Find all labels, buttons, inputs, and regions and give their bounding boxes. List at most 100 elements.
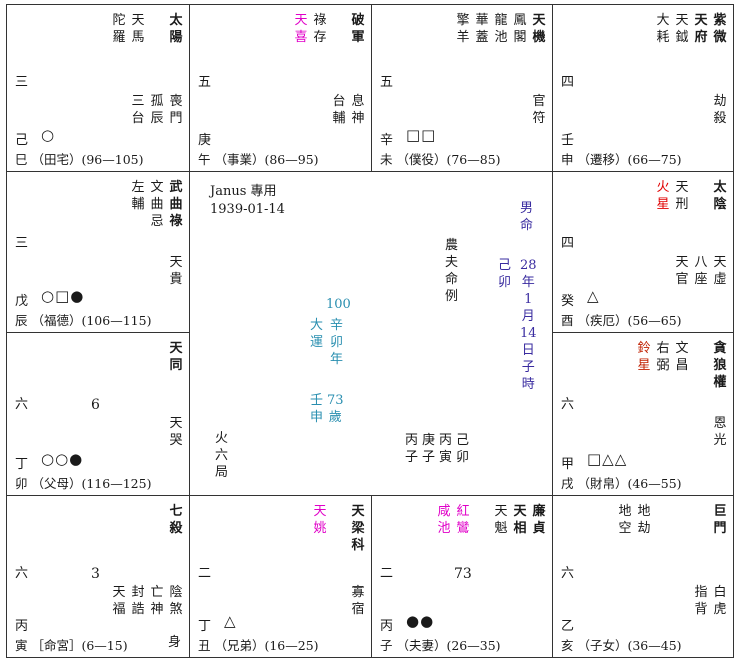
star-column: 指背 xyxy=(694,584,708,618)
star-char: 喜 xyxy=(294,30,308,45)
star-column: 天鉞 xyxy=(675,12,689,46)
palace-number: 五 xyxy=(198,75,212,90)
palace-label: 卯 （父母）(116—125) xyxy=(15,476,152,491)
palace-shen: 紫微天府天鉞大耗四劫殺壬申 （遷移）(66—75) xyxy=(553,5,733,171)
star-char: 天 xyxy=(675,13,689,28)
center-title: Janus 專用 xyxy=(210,184,277,199)
star-column: 天機 xyxy=(532,12,546,46)
palace-number: 六 xyxy=(15,397,29,412)
star-char: 擎 xyxy=(456,13,470,28)
grid-line xyxy=(7,171,733,172)
vertical-char: 卯 xyxy=(498,275,512,290)
star-char: 刑 xyxy=(675,197,689,212)
star-column: 天哭 xyxy=(169,415,183,449)
vertical-char: 日 xyxy=(521,343,535,358)
vertical-char: 卯 xyxy=(330,335,344,350)
pillar-char: 庚 xyxy=(422,433,436,448)
star-char: 天 xyxy=(351,504,365,519)
star-char: 軍 xyxy=(351,30,365,45)
star-char: 太 xyxy=(713,180,727,195)
vertical-char: 月 xyxy=(521,309,535,324)
minor-star-group: 陰煞亡神封誥天福 xyxy=(112,584,183,618)
star-char: 存 xyxy=(313,30,327,45)
star-char: 煞 xyxy=(169,602,183,617)
palace-number: 六 xyxy=(561,397,575,412)
star-column: 寡宿 xyxy=(351,584,365,618)
star-column: 白虎 xyxy=(713,584,727,618)
palace-label: 申 （遷移）(66—75) xyxy=(561,152,682,167)
star-column: 廉貞 xyxy=(532,503,546,537)
star-column: 鳳閣 xyxy=(513,12,527,46)
star-char: 背 xyxy=(694,602,708,617)
star-char: 魁 xyxy=(494,521,508,536)
star-char: 巨 xyxy=(713,504,727,519)
star-column: 天官 xyxy=(675,254,689,288)
star-char: 權 xyxy=(713,375,727,390)
star-column: 封誥 xyxy=(131,584,145,618)
minor-star-group: 息神台輔 xyxy=(332,93,365,127)
star-column: 劫殺 xyxy=(713,93,727,127)
palace-stem: 乙 xyxy=(561,619,575,634)
star-char: 三 xyxy=(131,94,145,109)
palace-number: 二 xyxy=(380,566,394,581)
star-char: 台 xyxy=(332,94,346,109)
star-char: 文 xyxy=(675,341,689,356)
star-char: 鸞 xyxy=(456,521,470,536)
star-char: 亡 xyxy=(150,585,164,600)
star-column: 息神 xyxy=(351,93,365,127)
star-char: 門 xyxy=(713,521,727,536)
palace-label: 子 （夫妻）(26—35) xyxy=(380,638,501,653)
star-char: 華 xyxy=(475,13,489,28)
vertical-char: 時 xyxy=(521,377,535,392)
vertical-char: 農 xyxy=(445,238,459,253)
star-column xyxy=(332,503,346,554)
vertical-char: 火 xyxy=(215,431,229,446)
star-char: 左 xyxy=(131,180,145,195)
ju-col: 火六局 xyxy=(215,430,228,481)
vertical-char: 14 xyxy=(520,326,537,341)
star-char: 閣 xyxy=(513,30,527,45)
star-char: 星 xyxy=(637,358,651,373)
star-char: 曲 xyxy=(150,197,164,212)
vertical-char: 男 xyxy=(520,201,534,216)
star-column: 巨門 xyxy=(713,503,727,537)
transform-marks: △ xyxy=(224,612,237,630)
star-group: 太陽天馬陀羅 xyxy=(112,12,183,63)
star-char: 喪 xyxy=(169,94,183,109)
vertical-char: 子 xyxy=(521,360,535,375)
yun-col-1: 大運 xyxy=(310,317,323,351)
vertical-char: 73 xyxy=(327,393,344,408)
center-date: 1939-01-14 xyxy=(210,202,285,217)
star-column: 陰煞 xyxy=(169,584,183,618)
transform-marks: ●● xyxy=(406,612,435,630)
body-palace-marker: 身 xyxy=(167,635,181,650)
star-char: 空 xyxy=(618,521,632,536)
star-char: 殺 xyxy=(169,521,183,536)
minor-star-group: 劫殺 xyxy=(713,93,727,127)
star-column: 太陽 xyxy=(169,12,183,63)
star-char: 池 xyxy=(437,521,451,536)
star-char: 咸 xyxy=(437,504,451,519)
bazi-pillar: 庚子 xyxy=(422,432,435,466)
star-group: 天同 xyxy=(169,340,183,374)
star-group: 貪狼權文昌右弼鈴星 xyxy=(637,340,727,391)
star-group: 七殺 xyxy=(169,503,183,537)
star-char: 誥 xyxy=(131,602,145,617)
pillar-char: 己 xyxy=(456,433,470,448)
star-char: 台 xyxy=(131,111,145,126)
star-column: 武曲祿 xyxy=(169,179,183,230)
grid-line xyxy=(552,5,553,657)
star-column xyxy=(475,503,489,537)
vertical-char: 命 xyxy=(520,218,534,233)
vertical-char: 28 xyxy=(520,258,537,273)
star-column: 恩光 xyxy=(713,415,727,449)
star-column: 擎羊 xyxy=(456,12,470,46)
star-char: 太 xyxy=(169,13,183,28)
star-char: 符 xyxy=(532,111,546,126)
star-char: 祿 xyxy=(169,214,183,229)
star-char: 微 xyxy=(713,30,727,45)
star-char: 光 xyxy=(713,433,727,448)
star-char: 虛 xyxy=(713,272,727,287)
star-char: 羊 xyxy=(456,30,470,45)
vertical-char: 局 xyxy=(215,465,229,480)
